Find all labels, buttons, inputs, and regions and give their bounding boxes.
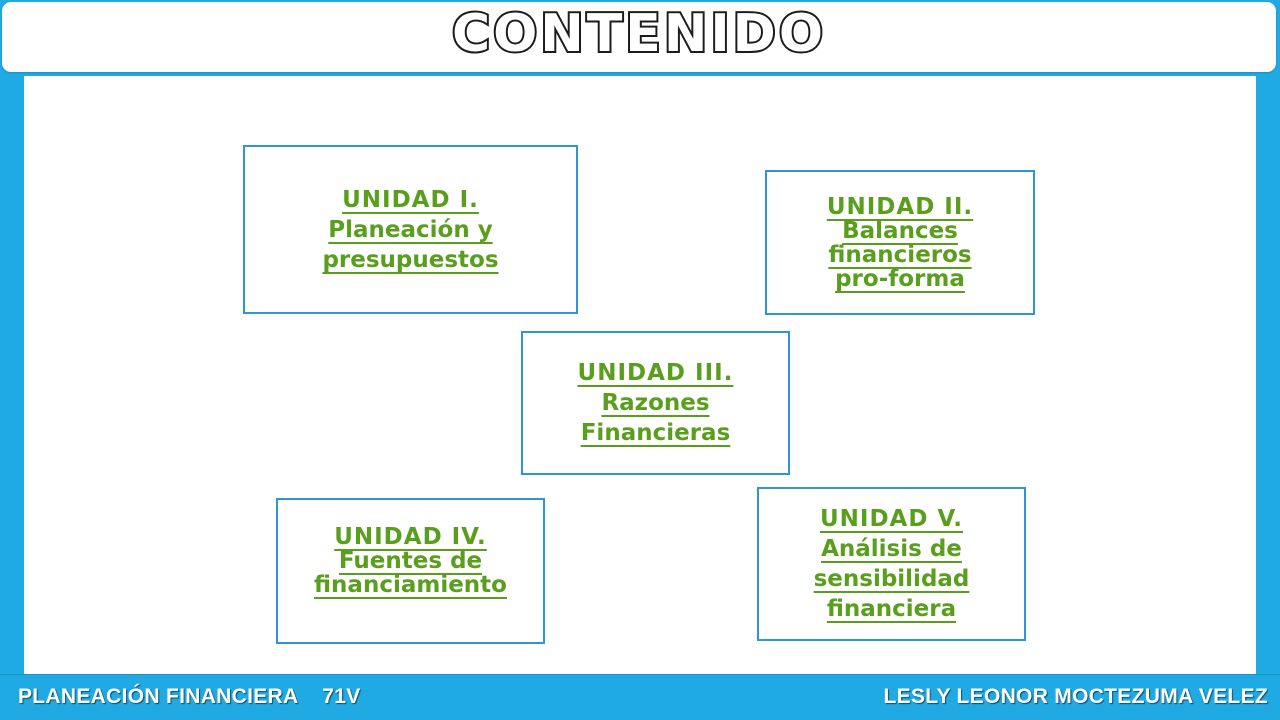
unit-5-topic-link[interactable]: Análisis de xyxy=(821,536,962,562)
unit-4-heading-link[interactable]: UNIDAD IV. xyxy=(334,524,487,550)
unit-2-topic-link-line2[interactable]: financieros xyxy=(828,241,972,268)
unit-1-heading-link[interactable]: UNIDAD I. xyxy=(342,186,479,213)
unit-2-box: UNIDAD II. Balances financieros pro-form… xyxy=(765,170,1035,315)
footer-course-info: PLANEACIÓN FINANCIERA 71V xyxy=(18,684,361,710)
unit-1-topic-link[interactable]: Planeación y xyxy=(328,216,493,243)
footer-group-code: 71V xyxy=(322,685,361,708)
unit-5-topic-link-line3[interactable]: financiera xyxy=(826,596,957,622)
unit-4-box: UNIDAD IV. Fuentes de financiamiento xyxy=(276,498,545,644)
unit-1-box: UNIDAD I. Planeación y presupuestos xyxy=(243,145,578,314)
unit-3-heading-link[interactable]: UNIDAD III. xyxy=(577,360,734,386)
footer-author: LESLY LEONOR MOCTEZUMA VELEZ xyxy=(883,685,1268,708)
unit-3-topic-link-line2[interactable]: Financieras xyxy=(580,420,731,446)
footer-bar: PLANEACIÓN FINANCIERA 71V LESLY LEONOR M… xyxy=(0,674,1280,720)
unit-1-topic-link-line2[interactable]: presupuestos xyxy=(322,246,499,273)
unit-4-topic-link[interactable]: Fuentes de xyxy=(338,548,483,574)
unit-5-heading-link[interactable]: UNIDAD V. xyxy=(819,506,964,532)
unit-2-topic-link-line3[interactable]: pro-forma xyxy=(835,265,965,292)
unit-2-heading-link[interactable]: UNIDAD II. xyxy=(826,193,974,220)
unit-3-box: UNIDAD III. Razones Financieras xyxy=(521,331,790,475)
unit-5-box: UNIDAD V. Análisis de sensibilidad finan… xyxy=(757,487,1026,641)
slide-title: CONTENIDO xyxy=(450,3,827,65)
unit-5-topic-link-line2[interactable]: sensibilidad xyxy=(813,566,970,592)
unit-4-topic-link-line2[interactable]: financiamiento xyxy=(314,572,507,598)
unit-2-topic-link[interactable]: Balances xyxy=(842,217,958,244)
unit-3-topic-link[interactable]: Razones xyxy=(601,390,710,416)
title-bar: CONTENIDO xyxy=(2,2,1276,72)
footer-course-name: PLANEACIÓN FINANCIERA xyxy=(18,685,298,708)
